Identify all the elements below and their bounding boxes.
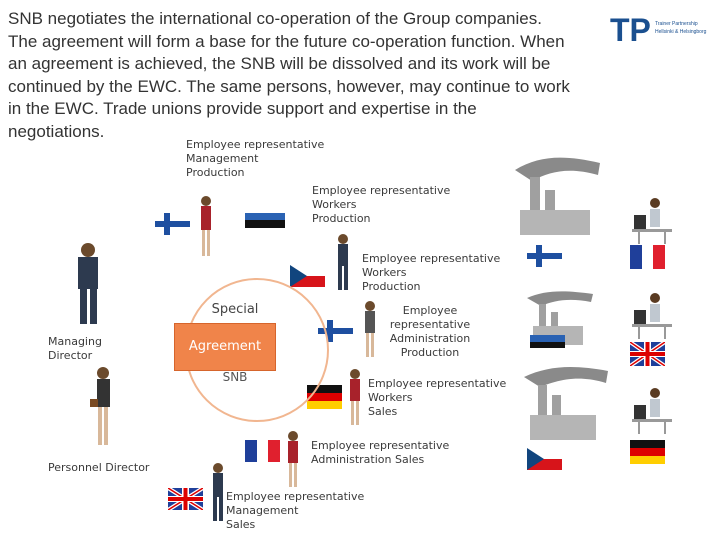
intro-line: SNB negotiates the international co-oper… — [8, 9, 542, 28]
office-worker-icon — [632, 293, 672, 339]
germany-flag-icon — [307, 385, 342, 409]
intro-line: an agreement is achieved, the SNB will b… — [8, 54, 551, 73]
personnel-director-label: Personnel Director — [48, 461, 150, 474]
estonia-flag-icon — [245, 213, 285, 235]
finland-flag-icon — [527, 245, 562, 267]
intro-line: The agreement will form a base for the f… — [8, 31, 565, 51]
office-worker-icon — [632, 388, 672, 434]
intro-line: negotiations. — [8, 121, 105, 141]
person-icon — [213, 463, 223, 521]
intro-line: in the EWC. Trade unions provide support… — [8, 99, 477, 118]
special-label: Special — [211, 302, 259, 317]
factory-icon — [515, 157, 600, 235]
office-worker-icon — [632, 198, 672, 244]
logo-tagline-1: Trainer Partnership — [655, 21, 698, 27]
germany-flag-icon — [630, 440, 665, 464]
logo-letters: TP — [610, 12, 651, 48]
czech-flag-icon — [527, 448, 562, 470]
france-flag-icon — [245, 440, 280, 462]
personnel-director-person-icon — [90, 367, 110, 445]
logo-icon: TP Trainer Partnership Hellsinki & Helsi… — [610, 12, 707, 48]
person-icon — [350, 369, 360, 425]
person-icon — [288, 431, 298, 487]
company-logo: TP Trainer Partnership Hellsinki & Helsi… — [610, 10, 715, 55]
person-icon — [201, 196, 211, 256]
snb-label: SNB — [222, 370, 248, 384]
agreement-box: Agreement — [174, 323, 276, 371]
intro-line: continued by the EWC. The same persons, … — [8, 76, 570, 96]
france-flag-icon — [630, 245, 665, 269]
uk-flag-icon — [168, 488, 203, 510]
person-icon — [365, 301, 375, 357]
agreement-label: Agreement — [188, 339, 262, 354]
intro-text: SNB negotiates the international co-oper… — [8, 8, 618, 143]
finland-flag-icon — [155, 213, 190, 235]
estonia-flag-icon — [530, 335, 565, 355]
logo-tagline-2: Hellsinki & Helsingborg — [655, 29, 707, 35]
uk-flag-icon — [630, 342, 665, 366]
factory-icon — [524, 367, 608, 440]
person-icon — [338, 234, 348, 290]
managing-director-person-icon — [78, 243, 98, 324]
czech-flag-icon — [290, 265, 325, 287]
